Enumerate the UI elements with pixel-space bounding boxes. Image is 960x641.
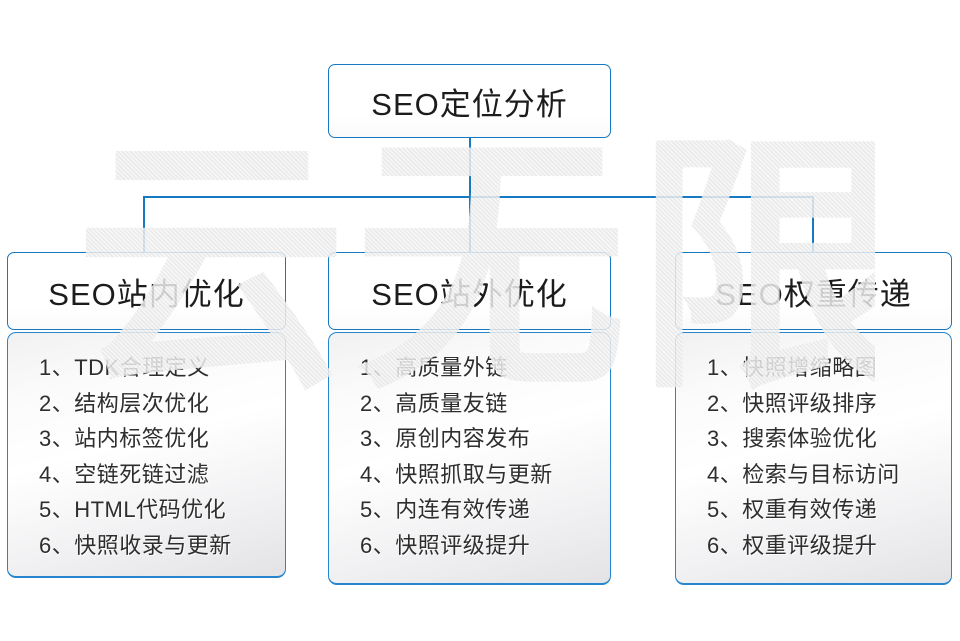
list-item: 5、内连有效传递 bbox=[360, 497, 531, 522]
node-title: SEO定位分析 bbox=[371, 86, 568, 122]
onsite-item-list: 1、TDK合理定义 2、结构层次优化 3、站内标签优化 4、空链死链过滤 5、H… bbox=[8, 333, 285, 563]
node-seo-weight-transfer: SEO权重传递 bbox=[675, 252, 952, 330]
list-item: 6、快照评级提升 bbox=[360, 532, 531, 558]
node-title: SEO站内优化 bbox=[48, 276, 245, 312]
list-item: 3、搜索体验优化 bbox=[707, 426, 878, 451]
connector-horizontal bbox=[143, 196, 814, 198]
node-seo-onsite-optimization: SEO站内优化 bbox=[7, 252, 286, 330]
weight-item-list: 1、快照增缩略图 2、快照评级排序 3、搜索体验优化 4、检索与目标访问 5、权… bbox=[676, 333, 951, 563]
connector-left-drop bbox=[143, 196, 145, 253]
list-item: 6、权重评级提升 bbox=[707, 532, 878, 558]
panel-offsite-items: 1、高质量外链 2、高质量友链 3、原创内容发布 4、快照抓取与更新 5、内连有… bbox=[328, 332, 611, 585]
list-item: 2、快照评级排序 bbox=[707, 390, 878, 416]
node-seo-positioning-analysis: SEO定位分析 bbox=[328, 64, 611, 138]
node-title: SEO站外优化 bbox=[371, 276, 568, 312]
panel-weight-items: 1、快照增缩略图 2、快照评级排序 3、搜索体验优化 4、检索与目标访问 5、权… bbox=[675, 332, 952, 585]
list-item: 4、空链死链过滤 bbox=[39, 461, 210, 487]
panel-onsite-items: 1、TDK合理定义 2、结构层次优化 3、站内标签优化 4、空链死链过滤 5、H… bbox=[7, 332, 286, 578]
list-item: 2、高质量友链 bbox=[360, 390, 508, 416]
list-item: 6、快照收录与更新 bbox=[39, 532, 232, 558]
list-item: 1、快照增缩略图 bbox=[707, 355, 878, 380]
node-seo-offsite-optimization: SEO站外优化 bbox=[328, 252, 611, 330]
connector-root-vertical bbox=[469, 137, 471, 253]
offsite-item-list: 1、高质量外链 2、高质量友链 3、原创内容发布 4、快照抓取与更新 5、内连有… bbox=[329, 333, 610, 563]
node-title: SEO权重传递 bbox=[715, 276, 912, 312]
list-item: 1、高质量外链 bbox=[360, 355, 508, 380]
list-item: 3、原创内容发布 bbox=[360, 426, 531, 451]
connector-right-drop bbox=[812, 196, 814, 253]
list-item: 4、快照抓取与更新 bbox=[360, 461, 553, 487]
list-item: 4、检索与目标访问 bbox=[707, 461, 900, 487]
list-item: 3、站内标签优化 bbox=[39, 426, 210, 451]
list-item: 2、结构层次优化 bbox=[39, 390, 210, 416]
list-item: 1、TDK合理定义 bbox=[39, 355, 210, 380]
list-item: 5、权重有效传递 bbox=[707, 497, 878, 522]
list-item: 5、HTML代码优化 bbox=[39, 497, 227, 522]
